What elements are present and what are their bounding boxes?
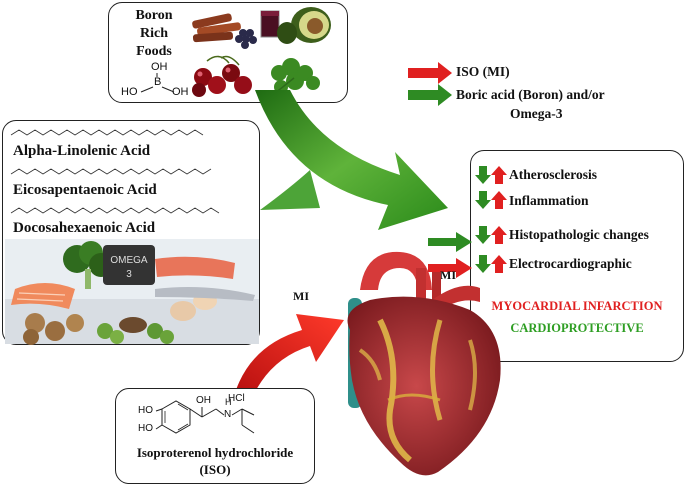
cinnamon-image <box>192 13 242 42</box>
grapes-image <box>235 29 257 49</box>
effect-item-3: Histopathologic changes <box>509 227 649 243</box>
effect-item-4: Electrocardiographic <box>509 256 632 272</box>
item1-arrows-icon <box>475 166 507 186</box>
legend-boric-label-line2: Omega-3 <box>510 106 562 122</box>
isoproterenol-structure <box>116 389 306 449</box>
mi-arrow-label: MI <box>293 289 309 304</box>
acid-dha-label: Docosahexaenoic Acid <box>13 220 155 237</box>
epa-structure <box>11 166 261 178</box>
side-green-arrow-icon <box>428 232 474 252</box>
cherries-image <box>192 56 252 97</box>
legend-red-arrow-icon <box>408 62 458 84</box>
effect-item-2: Inflammation <box>509 193 589 209</box>
acid-epa-label: Eicosapentaenoic Acid <box>13 182 157 199</box>
boron-food-images <box>109 3 349 104</box>
iso-box: HCl OH N H HO HO Isoproterenol hydrochlo… <box>115 388 315 484</box>
iso-oh-top: OH <box>196 395 211 406</box>
omega3-foods-image: OMEGA 3 <box>5 239 259 344</box>
omega3-box: Alpha-Linolenic Acid Eicosapentaenoic Ac… <box>2 120 260 345</box>
ala-structure <box>11 127 261 139</box>
iso-ho-1: HO <box>138 405 153 416</box>
boron-foods-box: Boron Rich Foods OH B HO OH <box>108 2 348 103</box>
omega-sign-line2: 3 <box>126 269 132 280</box>
omega-sign-line1: OMEGA <box>110 255 148 266</box>
item3-arrows-icon <box>475 226 507 246</box>
iso-ho-2: HO <box>138 423 153 434</box>
acid-ala-label: Alpha-Linolenic Acid <box>13 143 150 160</box>
juice-glass-image <box>261 11 279 37</box>
iso-name-line2: (ISO) <box>116 462 314 478</box>
dha-structure <box>11 205 261 217</box>
iso-name-line1: Isoproterenol hydrochloride <box>116 445 314 461</box>
item2-arrows-icon <box>475 191 507 211</box>
omega3-sign: OMEGA 3 <box>103 245 155 285</box>
effect-item-1: Atherosclerosis <box>509 167 597 183</box>
red-curved-arrow-icon <box>232 290 352 400</box>
legend-iso-label: ISO (MI) <box>456 64 510 80</box>
avocado-image <box>277 7 331 44</box>
iso-h: H <box>225 397 232 407</box>
iso-n: N <box>224 409 231 420</box>
green-curved-arrow-icon <box>250 90 480 250</box>
